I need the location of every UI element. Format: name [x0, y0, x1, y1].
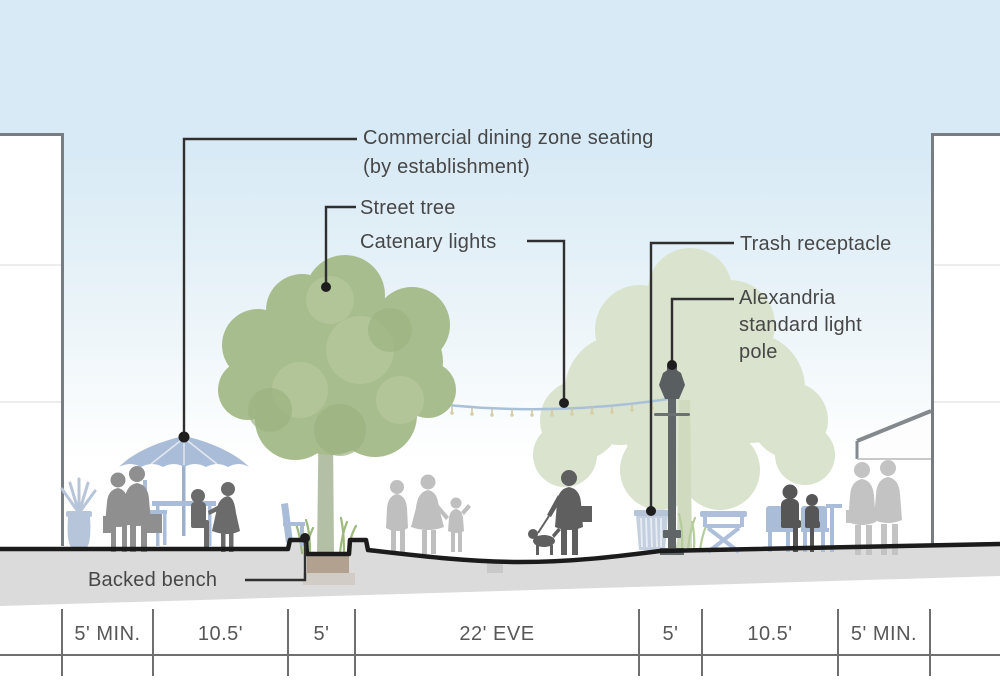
- seated-pair: [781, 484, 820, 552]
- dimension-label-sidewalk-left: 5' MIN.: [74, 623, 141, 645]
- shoppers-couple: [103, 466, 162, 552]
- pedestrian-trio: [386, 474, 471, 554]
- potted-plant: [60, 477, 97, 549]
- ground-section: [0, 540, 1000, 606]
- callout-commercial-dining-line2: (by establishment): [363, 156, 530, 178]
- diners: [191, 482, 240, 552]
- dimension-tick: [837, 609, 839, 676]
- director-chair: [700, 511, 747, 554]
- callout-trash-receptacle: Trash receptacle: [740, 233, 892, 255]
- dimension-tick: [287, 609, 289, 676]
- dimension-tick: [152, 609, 154, 676]
- background-tree: [533, 248, 835, 548]
- dimension-label-dining-right: 10.5': [747, 623, 793, 645]
- street-tree-graphic: [218, 255, 456, 556]
- right-building-floor-line: [934, 264, 1000, 266]
- dimension-tick: [929, 609, 931, 676]
- dog-walker: [528, 470, 592, 555]
- right-cafe-set: [766, 504, 842, 552]
- light-pole-graphic: [654, 366, 690, 555]
- callout-commercial-dining-line1: Commercial dining zone seating: [363, 127, 654, 149]
- right-building: [931, 133, 1000, 546]
- callout-light-pole-line1: Alexandria: [739, 287, 836, 309]
- dimension-label-street: 22' EVE: [459, 623, 535, 645]
- trash-receptacle-graphic: [634, 510, 670, 550]
- dining-umbrella: [119, 436, 249, 536]
- callout-light-pole-line2: standard light: [739, 314, 862, 336]
- dimension-label-planting-right: 5': [662, 623, 679, 645]
- right-building-floor-line: [934, 401, 1000, 403]
- leader-dots: [178, 282, 677, 543]
- callout-commercial-dining: Commercial dining zone seating (by estab…: [363, 124, 654, 182]
- callout-light-pole: Alexandria standard light pole: [739, 285, 862, 366]
- dimension-line: [0, 654, 1000, 656]
- dimension-tick: [354, 609, 356, 676]
- callout-light-pole-line3: pole: [739, 341, 778, 363]
- dimension-tick: [61, 609, 63, 676]
- left-building-floor-line: [0, 401, 61, 403]
- dimension-label-dining-left: 10.5': [197, 623, 244, 645]
- left-building-floor-line: [0, 264, 61, 266]
- standing-pair: [846, 460, 902, 555]
- dimension-tick: [701, 609, 703, 676]
- callout-street-tree: Street tree: [360, 197, 456, 219]
- callout-catenary-lights: Catenary lights: [360, 231, 497, 253]
- dimension-tick: [638, 609, 640, 676]
- left-building: [0, 133, 64, 546]
- dimension-label-sidewalk-right: 5' MIN.: [850, 623, 918, 645]
- callout-backed-bench: Backed bench: [88, 569, 218, 591]
- ground-surface-line: [0, 537, 1000, 565]
- leader-lines: [182, 137, 734, 582]
- dimension-label-planting-left: 5': [313, 623, 330, 645]
- awning: [855, 409, 932, 460]
